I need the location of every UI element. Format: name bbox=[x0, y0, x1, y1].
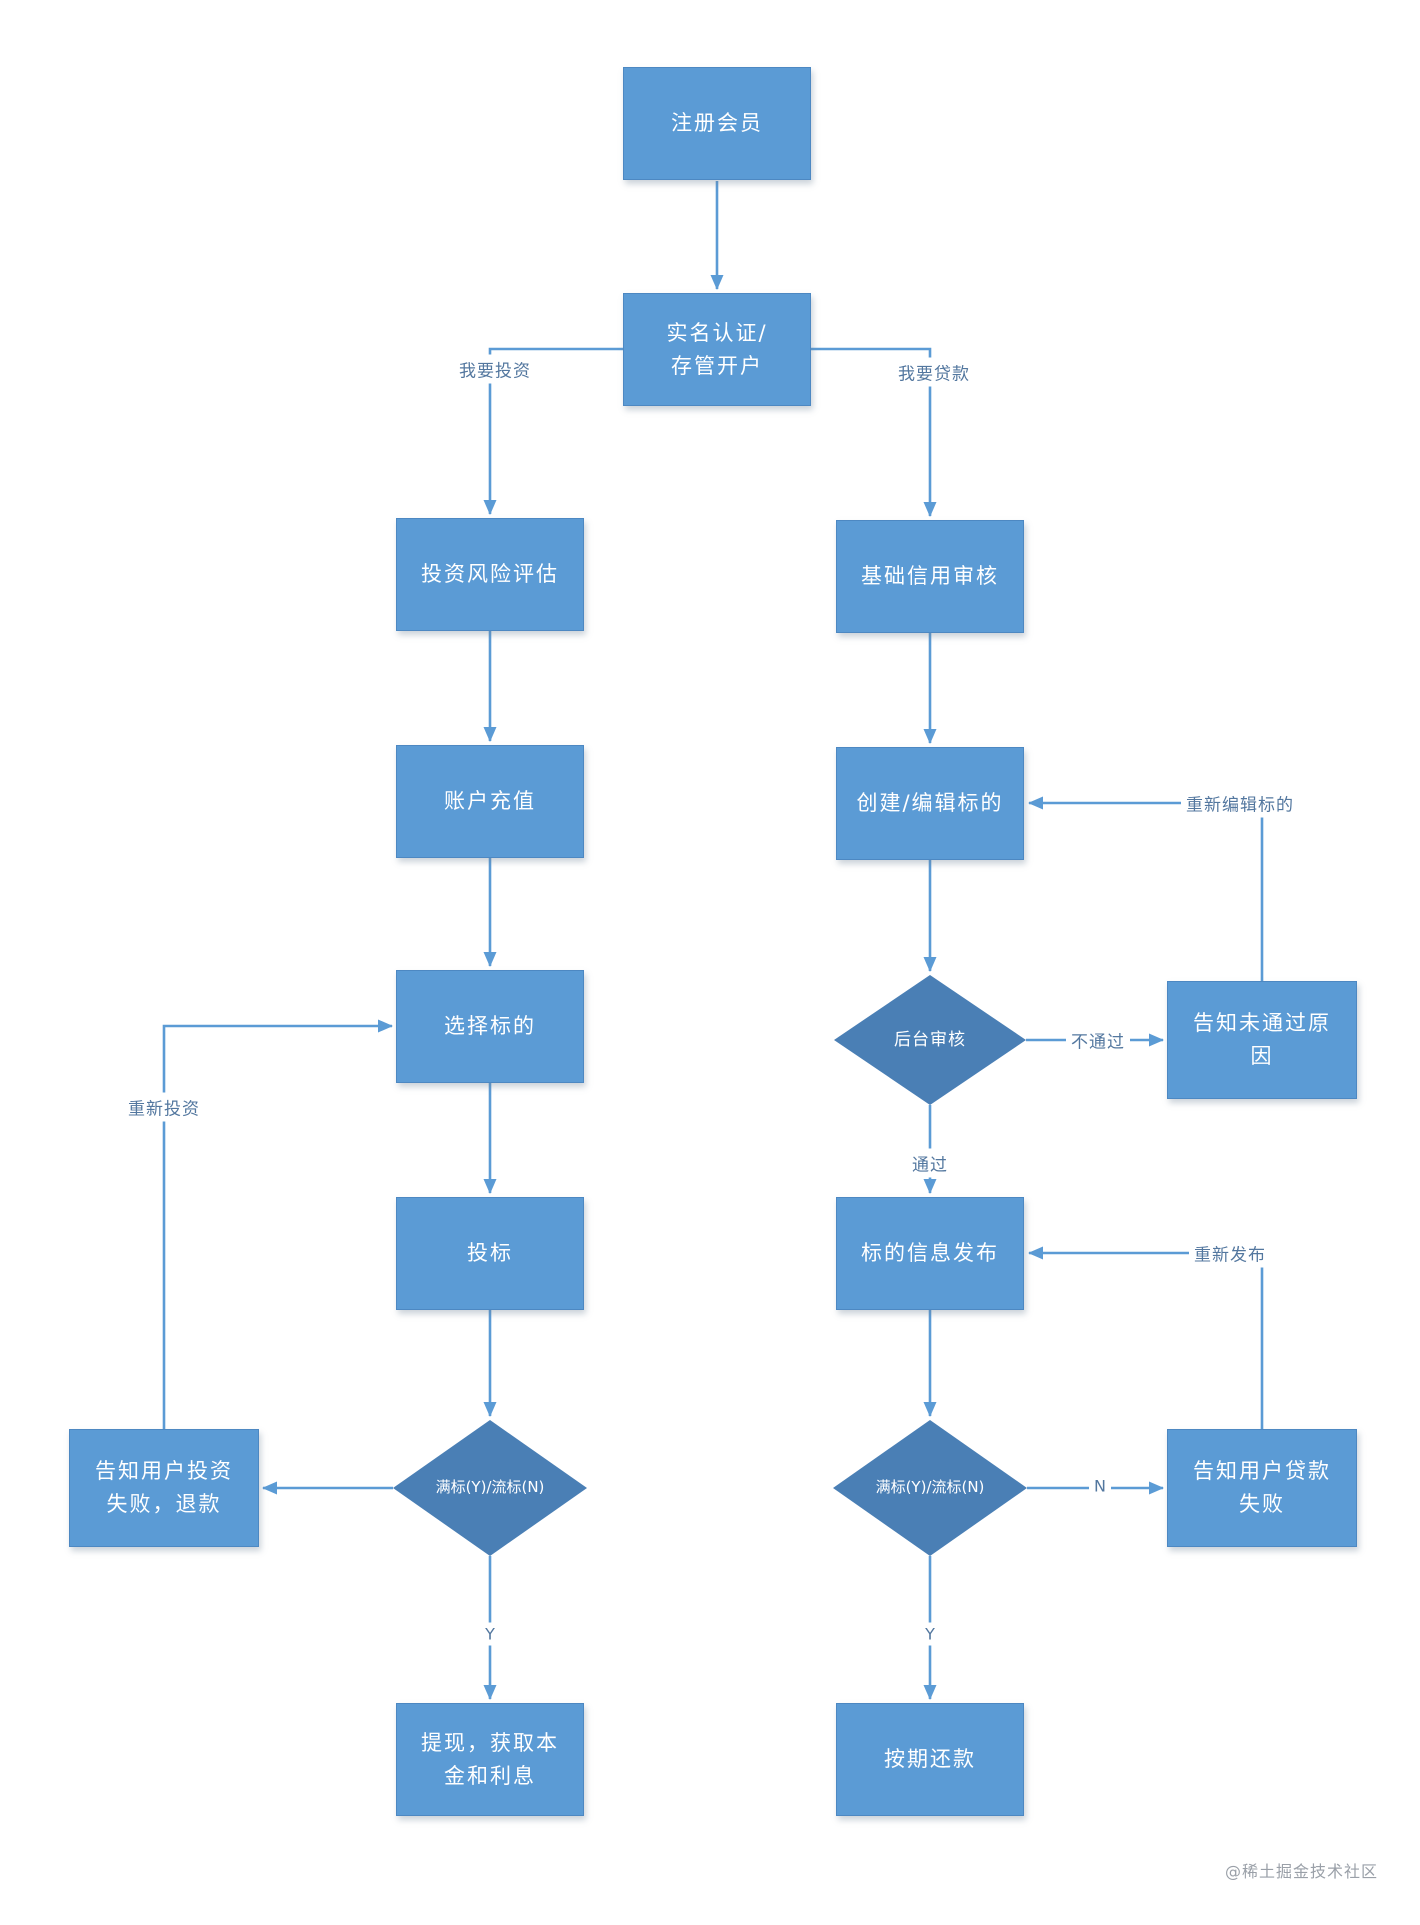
node-recharge[interactable]: 账户充值 bbox=[396, 745, 584, 858]
node-create-target[interactable]: 创建/编辑标的 bbox=[836, 747, 1024, 860]
node-realname-auth-label: 实名认证/ 存管开户 bbox=[666, 320, 768, 378]
node-credit-review-label: 基础信用审核 bbox=[861, 564, 999, 589]
node-register[interactable]: 注册会员 bbox=[623, 67, 811, 180]
node-backend-review-label: 后台审核 bbox=[894, 1029, 966, 1050]
node-invest-fail-notice-label: 告知用户投资 失败，退款 bbox=[95, 1459, 233, 1516]
edge-auth-risk bbox=[483, 347, 623, 515]
edge-label-reedit: 重新编辑标的 bbox=[1181, 788, 1299, 818]
edge-loan-fail-publish bbox=[1028, 1246, 1264, 1429]
node-risk-assess[interactable]: 投资风险评估 bbox=[396, 518, 584, 631]
edge-label-y-left: Y bbox=[480, 1622, 500, 1646]
edge-label-notpass: 不通过 bbox=[1066, 1025, 1130, 1055]
node-publish-target-label: 标的信息发布 bbox=[861, 1241, 999, 1266]
node-bid-label: 投标 bbox=[467, 1241, 513, 1266]
node-loan-fail-notice-label: 告知用户贷款 失败 bbox=[1193, 1459, 1331, 1516]
edge-label-n-right: N bbox=[1089, 1474, 1111, 1498]
node-realname-auth[interactable]: 实名认证/ 存管开户 bbox=[623, 293, 811, 406]
node-publish-target[interactable]: 标的信息发布 bbox=[836, 1197, 1024, 1310]
edge-auth-credit bbox=[811, 347, 937, 517]
edge-label-pass: 通过 bbox=[907, 1148, 953, 1178]
node-fullbid-decision-left-label: 满标(Y)/流标(N) bbox=[435, 1478, 545, 1497]
node-create-target-label: 创建/编辑标的 bbox=[856, 791, 1004, 816]
node-fullbid-decision-right-label: 满标(Y)/流标(N) bbox=[875, 1478, 985, 1497]
watermark-text: @稀土掘金技术社区 bbox=[1224, 1862, 1378, 1881]
edge-label-y-right: Y bbox=[920, 1622, 940, 1646]
node-withdraw-label: 提现，获取本 金和利息 bbox=[421, 1730, 559, 1788]
edge-label-reinvest: 重新投资 bbox=[123, 1092, 205, 1122]
edge-notify-reason-create bbox=[1028, 796, 1264, 981]
node-credit-review[interactable]: 基础信用审核 bbox=[836, 520, 1024, 633]
edge-label-republish: 重新发布 bbox=[1189, 1238, 1271, 1268]
node-loan-fail-notice[interactable]: 告知用户贷款 失败 bbox=[1167, 1429, 1357, 1547]
node-bid[interactable]: 投标 bbox=[396, 1197, 584, 1310]
node-notify-reject-reason[interactable]: 告知未通过原 因 bbox=[1167, 981, 1357, 1099]
node-register-label: 注册会员 bbox=[671, 111, 763, 136]
node-notify-reject-reason-label: 告知未通过原 因 bbox=[1193, 1011, 1331, 1068]
node-risk-assess-label: 投资风险评估 bbox=[421, 562, 559, 587]
node-invest-fail-notice[interactable]: 告知用户投资 失败，退款 bbox=[69, 1429, 259, 1547]
edge-invest-fail-choose bbox=[162, 1019, 393, 1429]
edge-label-loan: 我要贷款 bbox=[893, 357, 975, 387]
edge-label-invest: 我要投资 bbox=[454, 354, 536, 384]
node-recharge-label: 账户充值 bbox=[444, 789, 536, 814]
node-choose-target[interactable]: 选择标的 bbox=[396, 970, 584, 1083]
node-repay-label: 按期还款 bbox=[884, 1747, 976, 1772]
node-choose-target-label: 选择标的 bbox=[444, 1014, 536, 1039]
node-repay[interactable]: 按期还款 bbox=[836, 1703, 1024, 1816]
node-withdraw[interactable]: 提现，获取本 金和利息 bbox=[396, 1703, 584, 1816]
